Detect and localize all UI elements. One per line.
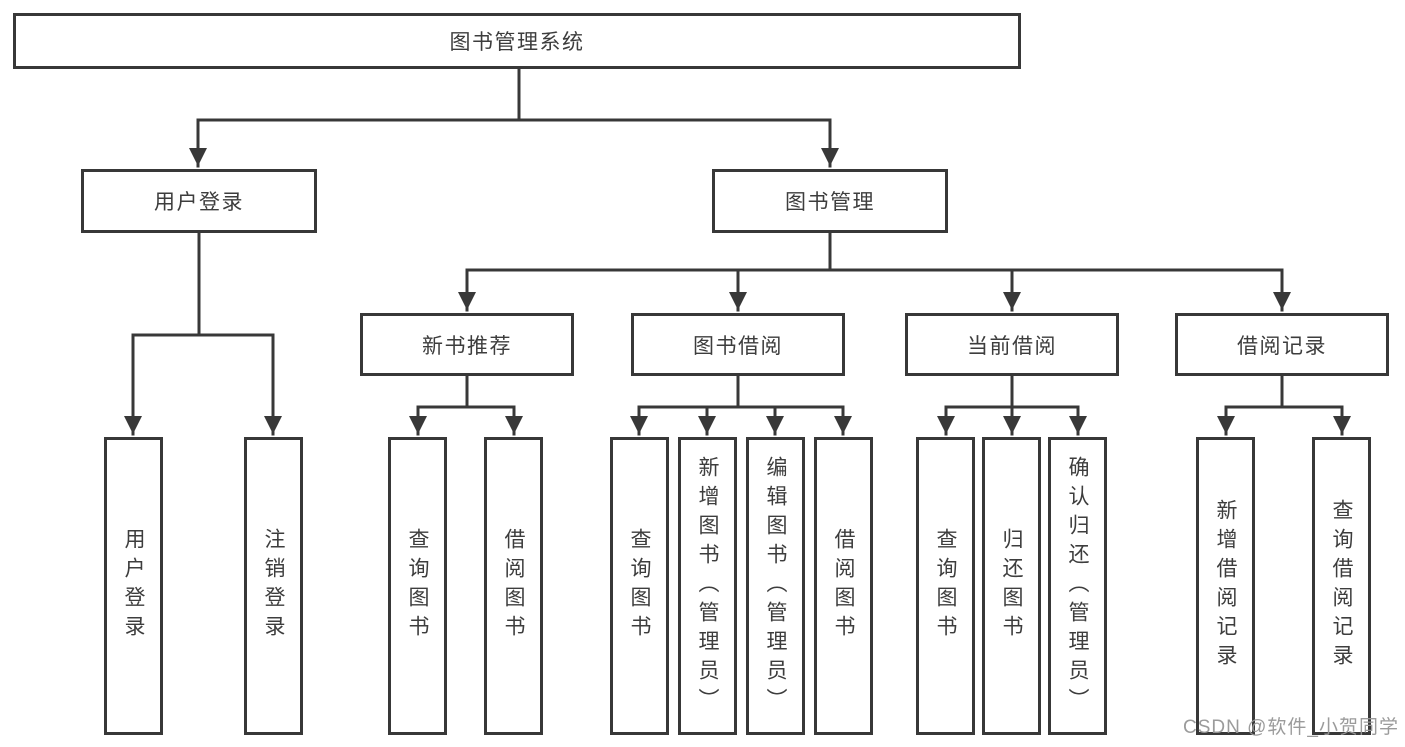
leaf-add-books-admin: 新增图书（管理员） xyxy=(678,437,737,735)
leaf-query-books-2: 查询图书 xyxy=(610,437,669,735)
leaf-query-books-1: 查询图书 xyxy=(388,437,447,735)
node-user-login: 用户登录 xyxy=(81,169,317,233)
leaf-label: 新增借阅记录 xyxy=(1214,499,1238,673)
node-book-management: 图书管理 xyxy=(712,169,948,233)
node-borrowing-records: 借阅记录 xyxy=(1175,313,1389,376)
leaf-label: 用户登录 xyxy=(122,528,146,644)
leaf-label: 查询借阅记录 xyxy=(1330,499,1354,673)
csdn-watermark: CSDN @软件_小贺同学 xyxy=(1183,717,1399,738)
leaf-label: 新增图书（管理员） xyxy=(696,455,720,717)
node-label: 图书管理 xyxy=(785,191,875,214)
leaf-label: 归还图书 xyxy=(1000,528,1024,644)
leaf-add-borrow-record: 新增借阅记录 xyxy=(1196,437,1255,735)
leaf-label: 查询图书 xyxy=(628,528,652,644)
node-book-borrowing: 图书借阅 xyxy=(631,313,845,376)
node-label: 借阅记录 xyxy=(1237,334,1327,358)
node-label: 用户登录 xyxy=(154,191,244,214)
leaf-edit-books-admin: 编辑图书（管理员） xyxy=(746,437,805,735)
leaf-label: 编辑图书（管理员） xyxy=(764,455,788,717)
leaf-label: 注销登录 xyxy=(262,528,286,644)
root-node-library-management-system: 图书管理系统 xyxy=(13,13,1021,69)
leaf-borrow-books-1: 借阅图书 xyxy=(484,437,543,735)
leaf-label: 确认归还（管理员） xyxy=(1066,455,1090,717)
leaf-logout: 注销登录 xyxy=(244,437,303,735)
node-label: 当前借阅 xyxy=(967,334,1057,358)
root-node-label: 图书管理系统 xyxy=(449,31,585,54)
leaf-query-books-3: 查询图书 xyxy=(916,437,975,735)
leaf-user-login: 用户登录 xyxy=(104,437,163,735)
leaf-query-borrow-record: 查询借阅记录 xyxy=(1312,437,1371,735)
leaf-confirm-return-admin: 确认归还（管理员） xyxy=(1048,437,1107,735)
leaf-return-books: 归还图书 xyxy=(982,437,1041,735)
node-new-book-recommendation: 新书推荐 xyxy=(360,313,574,376)
leaf-label: 借阅图书 xyxy=(832,528,856,644)
node-current-borrowing: 当前借阅 xyxy=(905,313,1119,376)
node-label: 图书借阅 xyxy=(693,334,783,358)
leaf-borrow-books-2: 借阅图书 xyxy=(814,437,873,735)
leaf-label: 查询图书 xyxy=(934,528,958,644)
leaf-label: 借阅图书 xyxy=(502,528,526,644)
node-label: 新书推荐 xyxy=(422,334,512,358)
leaf-label: 查询图书 xyxy=(406,528,430,644)
